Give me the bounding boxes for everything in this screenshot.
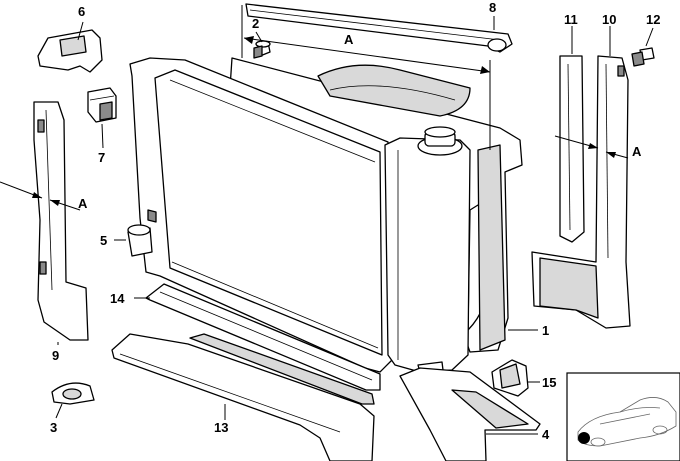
callout-10: 10	[602, 12, 616, 27]
part-11-right-seal[interactable]	[559, 55, 585, 243]
location-marker-icon	[578, 432, 590, 444]
part-12-screw[interactable]	[631, 47, 655, 67]
section-label-a-top: A	[344, 32, 354, 47]
part-4-lower-guide[interactable]	[399, 367, 541, 461]
expansion-tank[interactable]	[384, 126, 506, 381]
callout-14: 14	[110, 291, 125, 306]
part-3-clip[interactable]	[51, 382, 95, 405]
part-8-trim-strip[interactable]	[245, 3, 513, 53]
callout-6: 6	[78, 4, 85, 19]
section-label-a-left: A	[78, 196, 88, 211]
callout-2: 2	[252, 16, 259, 31]
callout-4: 4	[542, 427, 550, 442]
part-14-lower-strip[interactable]	[145, 283, 381, 391]
leader-lines	[55, 16, 654, 435]
car-outline-icon	[577, 397, 677, 447]
callout-12: 12	[646, 12, 660, 27]
section-a-right	[554, 135, 629, 159]
callout-1: 1	[542, 323, 549, 338]
part-2-screw[interactable]	[253, 40, 271, 59]
part-13-air-duct[interactable]	[111, 333, 375, 461]
section-a-top	[241, 5, 491, 150]
car-location-inset	[566, 372, 680, 461]
callout-9: 9	[52, 348, 59, 363]
section-label-a-right: A	[632, 144, 642, 159]
callout-15: 15	[542, 375, 556, 390]
part-15-clip[interactable]	[491, 359, 529, 397]
callout-3: 3	[50, 420, 57, 435]
part-9-left-seal[interactable]	[33, 101, 89, 341]
callout-11: 11	[564, 12, 578, 27]
part-6-clip[interactable]	[37, 29, 103, 73]
part-7-rubber-block[interactable]	[87, 87, 117, 123]
callout-8: 8	[489, 0, 496, 15]
part-5-rubber-mount[interactable]	[127, 224, 153, 257]
section-a-left	[0, 181, 81, 211]
callout-labels: 6 2 8 11 10 12 7 5 14 9 3 13 1 15 4 A A …	[50, 0, 660, 442]
part-10-right-bracket[interactable]	[531, 55, 631, 329]
callout-7: 7	[98, 150, 105, 165]
callout-5: 5	[100, 233, 107, 248]
part-1-radiator[interactable]	[129, 57, 393, 373]
callout-13: 13	[214, 420, 228, 435]
